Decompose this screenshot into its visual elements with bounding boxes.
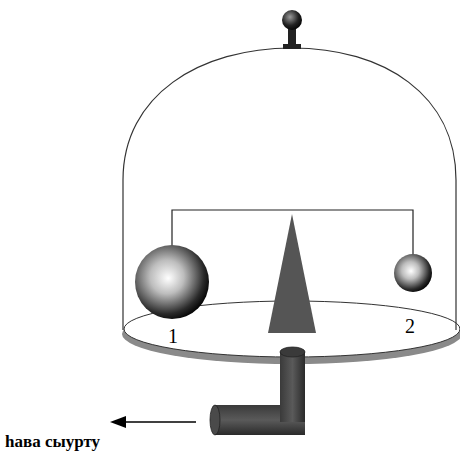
pipe-top <box>280 347 305 357</box>
arrow-head <box>110 416 126 428</box>
pipe-end <box>210 405 220 435</box>
arrow-line <box>122 421 196 423</box>
callout-number: 1 <box>168 326 178 346</box>
knob <box>282 10 302 30</box>
callout-number: 2 <box>405 316 415 336</box>
pump-label: hава сыурту <box>5 433 100 450</box>
knob-base <box>283 44 301 49</box>
large-sphere <box>135 245 209 319</box>
small-sphere <box>394 254 432 292</box>
fulcrum <box>268 214 316 333</box>
pipe-vertical <box>280 352 305 422</box>
